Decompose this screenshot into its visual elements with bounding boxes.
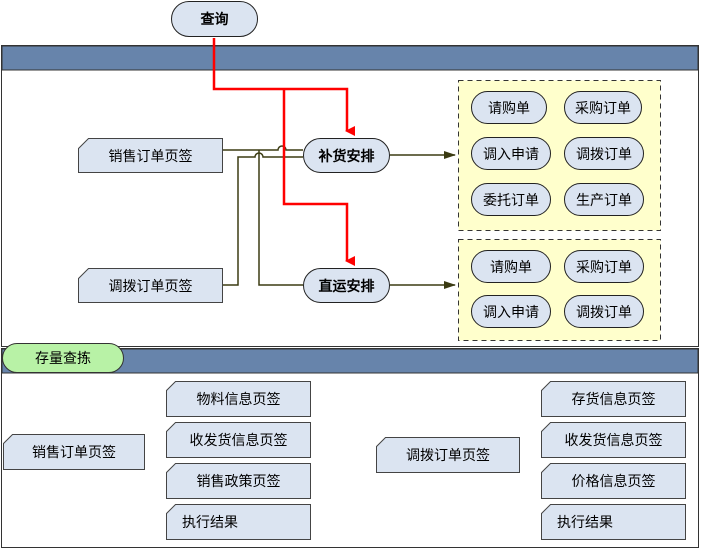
tab-shape: [3, 434, 145, 470]
doc-pill[interactable]: [471, 183, 551, 216]
tab-shape: [541, 504, 686, 540]
tab-shape: [166, 504, 311, 540]
tab-shape: [78, 138, 223, 173]
direct-button[interactable]: [303, 268, 390, 303]
doc-pill[interactable]: [564, 137, 644, 170]
dark-connectors: [222, 145, 456, 289]
doc-pill[interactable]: [564, 91, 642, 124]
doc-pill[interactable]: [471, 295, 551, 328]
doc-pill[interactable]: [471, 137, 551, 170]
tab-shape: [376, 437, 520, 473]
stock-pick-tab[interactable]: [2, 343, 124, 373]
tab-shape: [166, 463, 311, 499]
doc-pill[interactable]: [564, 183, 644, 216]
red-arrows: [212, 38, 355, 266]
tab-shape: [166, 422, 311, 458]
doc-pill[interactable]: [564, 250, 644, 283]
tab-shape: [541, 463, 686, 499]
top-panel-header: [1, 45, 699, 71]
tab-shape: [78, 268, 223, 303]
tab-shape: [541, 381, 686, 417]
page-tabs: [3, 138, 686, 540]
query-button[interactable]: [171, 1, 258, 37]
doc-pill[interactable]: [564, 295, 644, 328]
replenish-button[interactable]: [303, 138, 390, 173]
doc-pill[interactable]: [471, 250, 551, 283]
tab-shape: [166, 381, 311, 417]
doc-pill[interactable]: [471, 91, 547, 124]
tab-shape: [541, 422, 686, 458]
